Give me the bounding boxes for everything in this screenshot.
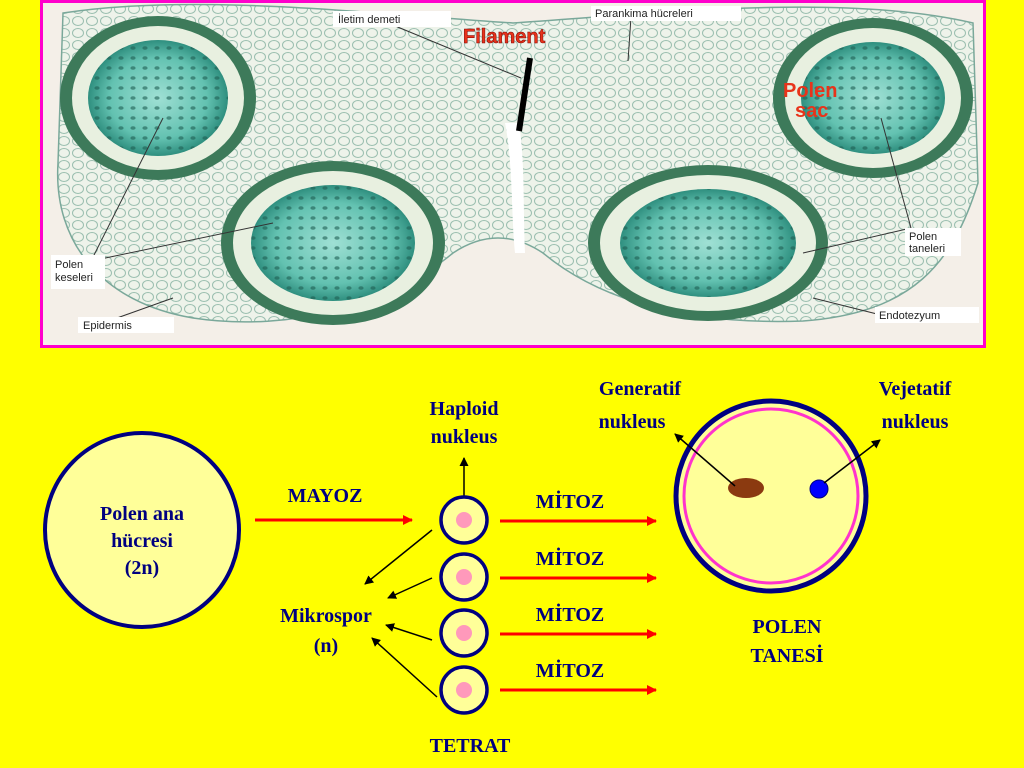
tetrad-nucleus bbox=[456, 512, 472, 528]
label-bg bbox=[875, 307, 979, 323]
generatif-nucleus bbox=[728, 478, 764, 498]
mikrospor-arrows bbox=[364, 529, 438, 698]
mikrospor-label-2: (n) bbox=[314, 635, 338, 657]
pollen-mother-label-1: Polen ana bbox=[100, 503, 184, 525]
haploid-label-2: nukleus bbox=[431, 426, 498, 448]
vejetatif-label-2: nukleus bbox=[882, 411, 949, 433]
pollen-sac-bottom-right bbox=[588, 165, 828, 321]
label-endotezyum: Endotezyum bbox=[879, 310, 940, 322]
label-parankima: Parankima hücreleri bbox=[595, 8, 693, 20]
vejetatif-arrow bbox=[823, 439, 881, 484]
tetrad-cells bbox=[439, 495, 489, 715]
tetrat-label: TETRAT bbox=[430, 735, 511, 757]
pollen-grain-inner-wall bbox=[682, 407, 860, 585]
tetrad-nucleus bbox=[456, 682, 472, 698]
generatif-label-1: Generatif bbox=[599, 378, 682, 400]
pollen-sac-top-left bbox=[60, 16, 256, 180]
label-bg bbox=[78, 317, 174, 333]
label-iletim-demeti: İletim demeti bbox=[338, 13, 400, 26]
label-epidermis: Epidermis bbox=[83, 320, 132, 332]
pointer-lines bbox=[90, 16, 912, 324]
mitoz-label-3: MİTOZ bbox=[536, 602, 605, 626]
label-bg bbox=[905, 228, 961, 256]
label-bg bbox=[591, 6, 741, 21]
label-polen-sac-1: Polen bbox=[783, 80, 837, 102]
tetrad-nucleus bbox=[456, 625, 472, 641]
label-polen-sac-2: sac bbox=[795, 100, 828, 122]
label-polen-keseleri-1: Polen bbox=[55, 259, 83, 271]
anther-micrograph: İletim demeti Parankima hücreleri Filame… bbox=[40, 0, 986, 348]
generatif-label-2: nukleus bbox=[599, 411, 666, 433]
label-polen-keseleri-2: keseleri bbox=[55, 272, 93, 284]
label-bg bbox=[51, 255, 105, 289]
pollen-sac-bottom-left bbox=[221, 161, 445, 325]
polen-tanesi-label-2: TANESİ bbox=[751, 643, 824, 667]
vejetatif-label-1: Vejetatif bbox=[879, 378, 952, 400]
tetrad-nucleus bbox=[456, 569, 472, 585]
pollen-mother-label-3: (2n) bbox=[125, 557, 159, 579]
vejetatif-nucleus bbox=[809, 479, 829, 499]
mitoz-label-1: MİTOZ bbox=[536, 489, 605, 513]
polen-tanesi-label-1: POLEN bbox=[753, 616, 822, 638]
mitoz-label-2: MİTOZ bbox=[536, 546, 605, 570]
central-slit bbox=[505, 123, 525, 253]
mikrospor-label-1: Mikrospor bbox=[280, 605, 372, 627]
pollen-sac-top-right bbox=[773, 18, 973, 178]
mitoz-label-4: MİTOZ bbox=[536, 658, 605, 682]
generatif-arrow bbox=[674, 433, 736, 487]
pollen-mother-label-2: hücresi bbox=[111, 530, 173, 552]
label-bg bbox=[333, 11, 451, 27]
pollen-grain-outer bbox=[673, 398, 869, 594]
pollen-mother-cell bbox=[43, 431, 241, 629]
label-polen-taneleri-1: Polen bbox=[909, 231, 937, 243]
filament-line bbox=[516, 57, 533, 132]
label-filament: Filament bbox=[463, 26, 546, 48]
haploid-label-1: Haploid bbox=[430, 398, 499, 420]
label-polen-taneleri-2: taneleri bbox=[909, 243, 945, 255]
mayoz-label: MAYOZ bbox=[288, 485, 363, 507]
anther-illustration: İletim demeti Parankima hücreleri Filame… bbox=[51, 3, 979, 333]
